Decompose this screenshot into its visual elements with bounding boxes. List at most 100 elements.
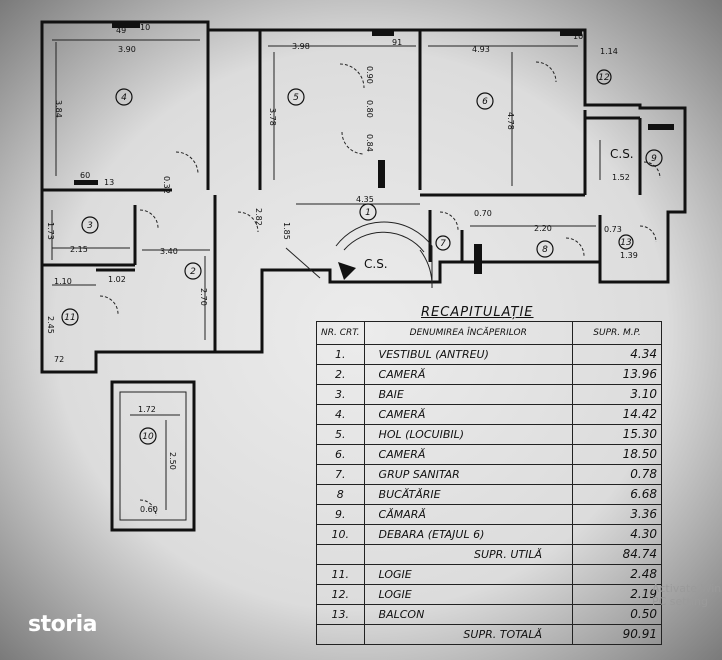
recap-row: 5.HOL (LOCUIBIL)15.30 <box>316 424 662 445</box>
cs-label-top: C.S. <box>610 147 634 161</box>
recap-cell-name: BUCĂTĂRIE <box>363 484 574 505</box>
room-number-7: 7 <box>440 239 446 249</box>
recap-cell-area: 4.30 <box>572 524 662 545</box>
svg-text:1.02: 1.02 <box>108 275 126 284</box>
recap-cell-nr: 5. <box>316 424 365 445</box>
svg-text:3.84: 3.84 <box>54 100 63 118</box>
recap-cell-name: CĂMARĂ <box>363 504 574 525</box>
recap-row: 1.VESTIBUL (ANTREU)4.34 <box>316 344 662 365</box>
room-number-9: 9 <box>651 154 657 164</box>
svg-text:3.98: 3.98 <box>292 42 310 51</box>
recap-cell-area: 3.10 <box>572 384 662 405</box>
recap-cell-nr: 7. <box>316 464 365 485</box>
room-number-8: 8 <box>542 245 548 255</box>
svg-text:4.78: 4.78 <box>506 112 515 130</box>
recap-cell-nr: 1. <box>316 344 365 365</box>
recap-cell-name: CAMERĂ <box>363 404 574 425</box>
plan-walls <box>40 20 687 532</box>
recap-cell-nr <box>316 544 365 565</box>
recap-cell-nr: 4. <box>316 404 365 425</box>
recap-cell-area: 15.30 <box>572 424 662 445</box>
svg-text:3.78: 3.78 <box>268 108 277 126</box>
recap-cell-area: 0.78 <box>572 464 662 485</box>
svg-text:3.90: 3.90 <box>118 45 136 54</box>
recap-cell-name: LOGIE <box>363 564 574 585</box>
svg-text:1.72: 1.72 <box>138 405 156 414</box>
svg-text:60: 60 <box>80 171 90 180</box>
svg-text:0.60: 0.60 <box>140 505 158 514</box>
svg-text:91: 91 <box>392 38 402 47</box>
svg-text:0.84: 0.84 <box>365 134 374 152</box>
plan-dimension-lines <box>51 39 601 510</box>
recap-cell-name: BALCON <box>363 604 574 625</box>
svg-text:1.85: 1.85 <box>282 222 291 240</box>
recap-cell-nr <box>316 624 365 645</box>
svg-text:4.93: 4.93 <box>472 45 490 54</box>
recap-cell-area: 14.42 <box>572 404 662 425</box>
svg-text:1.10: 1.10 <box>54 277 72 286</box>
recap-cell-name: LOGIE <box>363 584 574 605</box>
recap-cell-name: SUPR. TOTALĂ <box>363 624 574 645</box>
recap-cell-nr: 10. <box>316 524 365 545</box>
header-area: SUPR. M.P. <box>572 321 662 345</box>
recap-cell-nr: 9. <box>316 504 365 525</box>
svg-text:13: 13 <box>104 178 114 187</box>
svg-text:1.52: 1.52 <box>612 173 630 182</box>
recap-title: RECAPITULAȚIE <box>421 305 534 320</box>
room-number-6: 6 <box>482 97 488 107</box>
svg-text:0.32: 0.32 <box>162 176 171 194</box>
svg-text:2.45: 2.45 <box>46 316 55 334</box>
recap-cell-name: GRUP SANITAR <box>363 464 574 485</box>
svg-text:10: 10 <box>573 32 583 41</box>
recap-cell-area: 13.96 <box>572 364 662 385</box>
recap-cell-area: 2.19 <box>572 584 662 605</box>
recap-cell-area: 18.50 <box>572 444 662 465</box>
recap-row: 10.DEBARA (ETAJUL 6)4.30 <box>316 524 662 545</box>
recap-cell-name: CAMERĂ <box>363 364 574 385</box>
recap-cell-name: BAIE <box>363 384 574 405</box>
svg-text:1.39: 1.39 <box>620 251 638 260</box>
recap-cell-nr: 3. <box>316 384 365 405</box>
recap-cell-area: 2.48 <box>572 564 662 585</box>
recap-cell-nr: 6. <box>316 444 365 465</box>
recap-panel: RECAPITULAȚIE NR. CRT. DENUMIREA ÎNCĂPER… <box>316 305 662 657</box>
svg-text:2.50: 2.50 <box>168 452 177 470</box>
recap-cell-name: HOL (LOCUIBIL) <box>363 424 574 445</box>
recap-cell-area: 84.74 <box>572 544 662 565</box>
recap-cell-area: 90.91 <box>572 624 662 645</box>
svg-text:49: 49 <box>116 26 126 35</box>
recap-cell-nr: 12. <box>316 584 365 605</box>
svg-text:10: 10 <box>140 23 150 32</box>
recap-cell-nr: 11. <box>316 564 365 585</box>
recap-cell-name: SUPR. UTILĂ <box>363 544 574 565</box>
room-number-2: 2 <box>190 267 196 277</box>
recap-cell-area: 6.68 <box>572 484 662 505</box>
svg-text:0.90: 0.90 <box>365 66 374 84</box>
room-number-10: 10 <box>142 432 154 442</box>
svg-text:2.20: 2.20 <box>534 224 552 233</box>
svg-text:1.14: 1.14 <box>600 47 618 56</box>
room-number-3: 3 <box>87 221 93 231</box>
svg-text:0.80: 0.80 <box>365 100 374 118</box>
recap-cell-nr: 13. <box>316 604 365 625</box>
recap-cell-area: 0.50 <box>572 604 662 625</box>
recap-cell-name: CAMERĂ <box>363 444 574 465</box>
header-name: DENUMIREA ÎNCĂPERILOR <box>363 321 574 345</box>
svg-text:4.35: 4.35 <box>356 195 374 204</box>
room-numbers: 4 5 6 3 2 1 7 8 9 10 11 12 13 C.S. C.S. <box>61 69 663 445</box>
room-number-4: 4 <box>121 93 127 103</box>
svg-text:2.82: 2.82 <box>254 208 263 226</box>
recap-cell-area: 4.34 <box>572 344 662 365</box>
room-number-12: 12 <box>598 73 610 83</box>
